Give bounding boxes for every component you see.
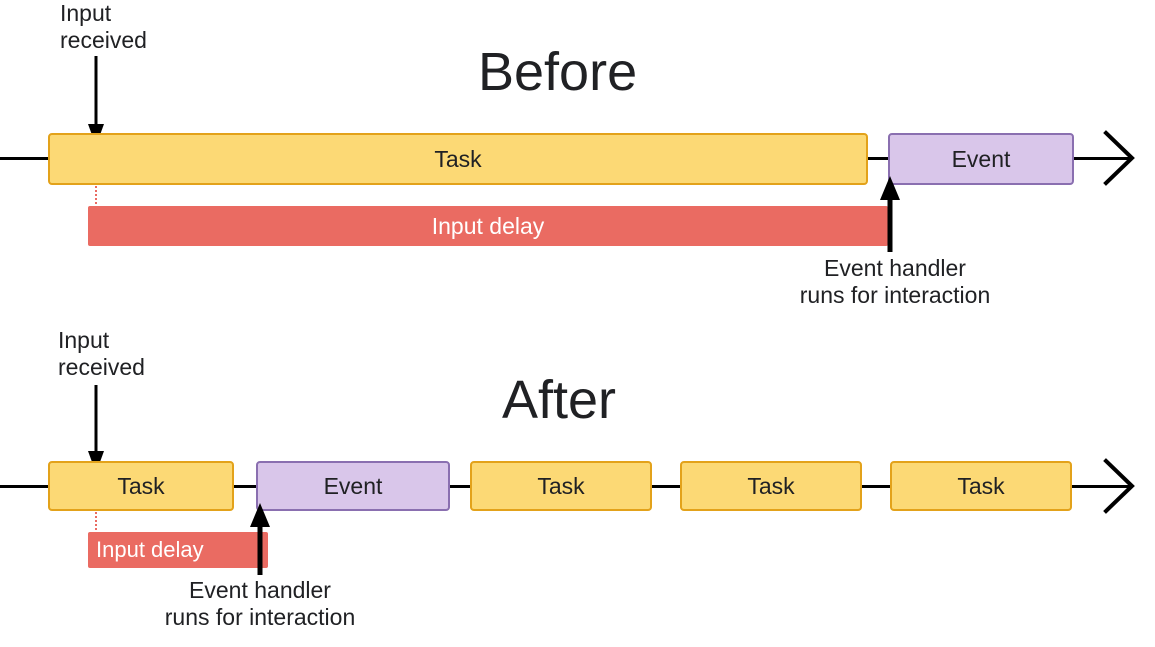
after-task-block-4[interactable]: Task <box>890 461 1072 511</box>
before-event-handler-arrow-icon <box>880 176 900 252</box>
before-event-block[interactable]: Event <box>888 133 1074 185</box>
before-input-delay-bar: Input delay <box>88 206 888 246</box>
after-event-handler-label: Event handler runs for interaction <box>164 577 356 631</box>
after-input-dotted-connector <box>95 512 97 534</box>
after-task-block-2[interactable]: Task <box>470 461 652 511</box>
before-input-dotted-connector <box>95 186 97 208</box>
before-title: Before <box>478 42 638 102</box>
after-input-received-label: Input received <box>58 327 145 381</box>
after-title: After <box>502 370 617 430</box>
after-event-handler-arrow-icon <box>250 503 270 575</box>
after-input-delay-bar: Input delay <box>88 532 268 568</box>
before-axis-arrowhead-icon <box>1103 130 1135 186</box>
after-task-block-3[interactable]: Task <box>680 461 862 511</box>
before-event-handler-label: Event handler runs for interaction <box>799 255 991 309</box>
after-task-block-1[interactable]: Task <box>48 461 234 511</box>
before-input-received-label: Input received <box>60 0 147 54</box>
after-event-block[interactable]: Event <box>256 461 450 511</box>
before-task-block[interactable]: Task <box>48 133 868 185</box>
after-axis-arrowhead-icon <box>1103 458 1135 514</box>
